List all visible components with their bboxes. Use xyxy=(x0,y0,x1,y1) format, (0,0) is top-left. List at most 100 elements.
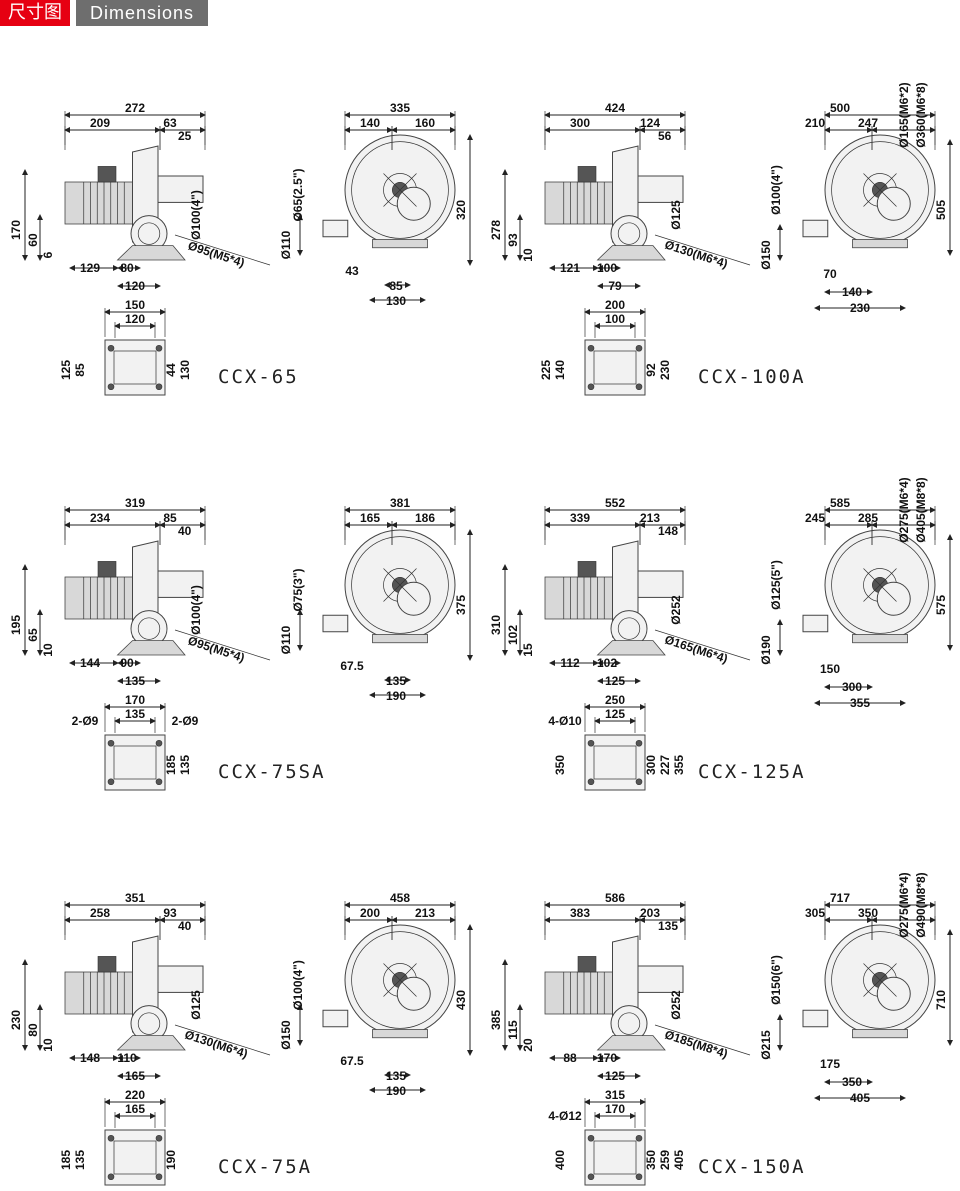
front-dimension-label: Ø190 xyxy=(759,635,773,665)
front-dimension-label: Ø275(M6*4) xyxy=(897,872,911,937)
side-dimension-label: 10 xyxy=(41,643,55,657)
base-dimension-label: 185 xyxy=(164,755,178,775)
base-dimension-label: 150 xyxy=(125,298,145,312)
base-dimension-label: 2-Ø9 xyxy=(72,714,99,728)
side-dimension-label: 20 xyxy=(521,1038,535,1052)
base-dimension-label: 170 xyxy=(125,693,145,707)
front-dimension-label: Ø75(3") xyxy=(291,568,305,611)
front-dimension-label: 320 xyxy=(454,200,468,220)
front-dimension-label: Ø490(M8*8) xyxy=(914,872,928,937)
side-dimension-label: 112 xyxy=(560,656,580,670)
model-name-label: CCX-100A xyxy=(698,366,806,388)
side-dimension-label: 586 xyxy=(605,891,625,905)
front-dimension-label: Ø360(M6*8) xyxy=(914,82,928,147)
side-dimension-label: 195 xyxy=(9,615,23,635)
side-dimension-label: 15 xyxy=(521,643,535,657)
side-dimension-label: 60 xyxy=(26,233,40,247)
side-dimension-label: 102 xyxy=(506,625,520,645)
side-dimension-label: 10 xyxy=(521,248,535,262)
section-header: 尺寸图 Dimensions xyxy=(0,0,209,26)
front-dimension-label: Ø65(2.5") xyxy=(291,168,305,221)
base-dimension-label: 400 xyxy=(553,1150,567,1170)
front-dimension-label: 247 xyxy=(858,116,878,130)
front-dimension-label: Ø110 xyxy=(279,230,293,259)
side-dimension-label: 272 xyxy=(125,101,145,115)
base-dimension-label: 405 xyxy=(672,1150,686,1170)
front-dimension-label: 70 xyxy=(823,267,837,281)
front-dimension-label: 135 xyxy=(386,674,406,688)
base-dimension-label: 225 xyxy=(539,360,553,380)
front-dimension-label: 717 xyxy=(830,891,850,905)
front-dimension-label: 190 xyxy=(386,689,406,703)
front-dimension-label: 67.5 xyxy=(340,659,364,673)
front-dimension-label: Ø150 xyxy=(759,240,773,270)
blower-front-view xyxy=(802,529,936,644)
base-dimension-label: 315 xyxy=(605,1088,625,1102)
front-dimension-label: Ø275(M6*4) xyxy=(897,477,911,542)
base-dimension-label: 140 xyxy=(553,360,567,380)
base-dimension-label: 85 xyxy=(73,363,87,377)
front-dimension-label: 160 xyxy=(415,116,435,130)
front-dimension-label: Ø215 xyxy=(759,1030,773,1060)
side-dimension-label: Ø130(M6*4) xyxy=(183,1027,250,1061)
front-dimension-label: Ø150(6") xyxy=(769,955,783,1005)
side-dimension-label: 278 xyxy=(489,220,503,240)
side-dimension-label: 80 xyxy=(26,1023,40,1037)
front-dimension-label: 85 xyxy=(389,279,403,293)
blower-base-view xyxy=(584,339,646,396)
blower-base-view xyxy=(584,1129,646,1186)
base-dimension-label: 350 xyxy=(553,755,567,775)
side-dimension-label: 310 xyxy=(489,615,503,635)
model-name-label: CCX-65 xyxy=(218,366,299,388)
side-dimension-label: 300 xyxy=(570,116,590,130)
model-name-label: CCX-75A xyxy=(218,1156,312,1178)
front-dimension-label: 335 xyxy=(390,101,410,115)
side-dimension-label: 40 xyxy=(178,524,192,538)
side-dimension-label: Ø165(M6*4) xyxy=(663,632,730,666)
front-dimension-label: 200 xyxy=(360,906,380,920)
front-dimension-label: 575 xyxy=(934,595,948,615)
front-dimension-label: 710 xyxy=(934,990,948,1010)
side-dimension-label: 383 xyxy=(570,906,590,920)
blower-side-view xyxy=(544,935,684,1051)
base-dimension-label: 2-Ø9 xyxy=(172,714,199,728)
side-dimension-label: 93 xyxy=(506,233,520,247)
front-dimension-label: 375 xyxy=(454,595,468,615)
base-dimension-label: 165 xyxy=(125,1102,145,1116)
front-dimension-label: 458 xyxy=(390,891,410,905)
front-dimension-label: 210 xyxy=(805,116,825,130)
blower-side-view xyxy=(64,540,204,656)
blower-side-view xyxy=(544,540,684,656)
front-dimension-label: 135 xyxy=(386,1069,406,1083)
side-dimension-label: 40 xyxy=(178,919,192,933)
base-dimension-label: 185 xyxy=(59,1150,73,1170)
blower-front-view xyxy=(322,924,456,1039)
base-dimension-label: 44 xyxy=(164,363,178,377)
base-dimension-label: 135 xyxy=(73,1150,87,1170)
front-dimension-label: 381 xyxy=(390,496,410,510)
side-dimension-label: 148 xyxy=(80,1051,100,1065)
model-name-label: CCX-75SA xyxy=(218,761,326,783)
base-dimension-label: 227 xyxy=(658,755,672,775)
side-dimension-label: 165 xyxy=(125,1069,145,1083)
side-dimension-label: 102 xyxy=(597,656,617,670)
side-dimension-label: 115 xyxy=(506,1020,520,1040)
front-dimension-label: Ø405(M8*8) xyxy=(914,477,928,542)
side-dimension-label: Ø185(M8*4) xyxy=(663,1027,730,1061)
side-dimension-label: 209 xyxy=(90,116,110,130)
front-dimension-label: 350 xyxy=(858,906,878,920)
side-dimension-label: 424 xyxy=(605,101,625,115)
side-dimension-label: 125 xyxy=(605,674,625,688)
base-dimension-label: 220 xyxy=(125,1088,145,1102)
side-dimension-label: 135 xyxy=(125,674,145,688)
side-dimension-label: 203 xyxy=(640,906,660,920)
front-dimension-label: 355 xyxy=(850,696,870,710)
blower-base-view xyxy=(104,339,166,396)
blower-front-view xyxy=(802,924,936,1039)
side-dimension-label: 170 xyxy=(9,220,23,240)
base-dimension-label: 170 xyxy=(605,1102,625,1116)
front-dimension-label: 430 xyxy=(454,990,468,1010)
side-dimension-label: 120 xyxy=(125,279,145,293)
front-dimension-label: 130 xyxy=(386,294,406,308)
front-dimension-label: Ø165(M6*2) xyxy=(897,82,911,147)
